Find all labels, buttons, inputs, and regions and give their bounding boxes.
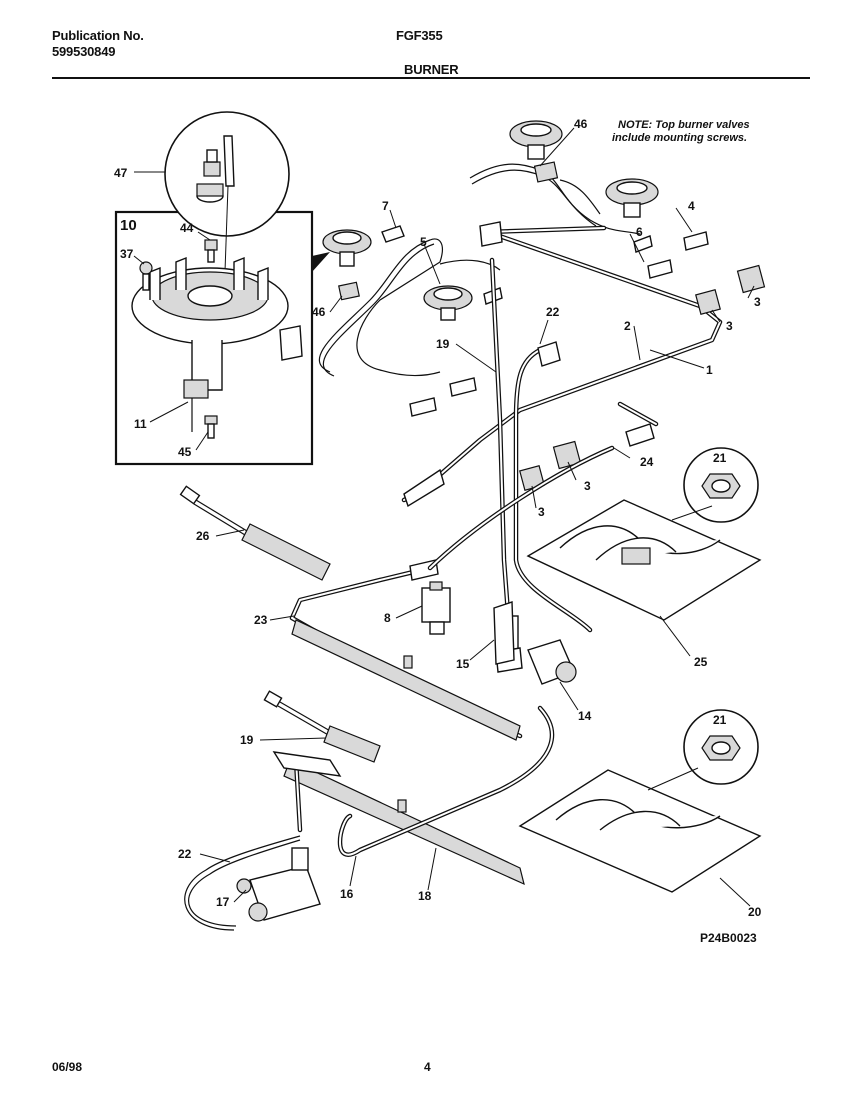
callout-46-left: 46 (312, 305, 326, 319)
orifice-hood-icon (196, 135, 235, 203)
callout-19-bottom: 19 (240, 733, 254, 747)
oven-burner-head-icon (131, 256, 303, 432)
callout-21-top: 21 (713, 451, 727, 465)
callout-14: 14 (578, 709, 592, 723)
callout-5: 5 (420, 235, 427, 249)
callout-22-top: 22 (546, 305, 560, 319)
footer-date: 06/98 (52, 1060, 83, 1074)
callout-3-d: 3 (538, 505, 545, 519)
callout-11: 11 (134, 417, 147, 431)
callout-24: 24 (640, 455, 654, 469)
header-rule (52, 77, 810, 79)
note-line-1: NOTE: Top burner valves (618, 119, 750, 131)
callout-37: 37 (120, 247, 134, 261)
note-line-2: include mounting screws. (612, 132, 747, 144)
callout-8: 8 (384, 611, 391, 625)
screw-44-icon (204, 239, 218, 263)
callout-46-top: 46 (574, 117, 588, 131)
burner-shield-25-icon (526, 499, 762, 621)
callout-26: 26 (196, 529, 210, 543)
callout-21-bottom: 21 (713, 713, 727, 727)
broil-shield-20-icon (518, 769, 762, 893)
callout-25: 25 (694, 655, 708, 669)
callout-18: 18 (418, 889, 432, 903)
callout-6: 6 (636, 225, 643, 239)
publication-label: Publication No. (52, 28, 144, 43)
callout-45: 45 (178, 445, 192, 459)
part-8-icon (421, 581, 451, 635)
screw-37-icon (139, 261, 153, 291)
page-number: 4 (424, 1060, 431, 1074)
model-number: FGF355 (396, 28, 443, 43)
top-burner-right-front-icon (605, 178, 659, 218)
ignitor-26-icon (179, 485, 331, 581)
screw-45-icon (204, 415, 218, 439)
callout-2: 2 (624, 319, 631, 333)
section-title: BURNER (404, 62, 459, 77)
callout-47: 47 (114, 166, 128, 180)
callout-1: 1 (706, 363, 713, 377)
callout-19-top: 19 (436, 337, 450, 351)
callout-20: 20 (748, 905, 762, 919)
callout-22-bottom: 22 (178, 847, 192, 861)
drawing-code: P24B0023 (700, 931, 757, 945)
inset-pointer (312, 252, 330, 272)
top-burner-left-front-icon (423, 285, 473, 321)
broil-valve-17-icon (236, 847, 321, 922)
callout-44: 44 (180, 221, 194, 235)
top-burner-left-rear-icon (322, 229, 372, 267)
callout-3-c: 3 (584, 479, 591, 493)
callout-4: 4 (688, 199, 695, 213)
callout-3-b: 3 (726, 319, 733, 333)
ignitor-19-icon (263, 690, 381, 763)
publication-number: 599530849 (52, 44, 116, 59)
callout-7: 7 (382, 199, 389, 213)
callout-23: 23 (254, 613, 268, 627)
callout-15: 15 (456, 657, 470, 671)
callout-10: 10 (120, 217, 137, 234)
callout-17: 17 (216, 895, 230, 909)
callout-3-a: 3 (754, 295, 761, 309)
callout-16: 16 (340, 887, 354, 901)
top-burner-right-rear-icon (509, 120, 563, 160)
